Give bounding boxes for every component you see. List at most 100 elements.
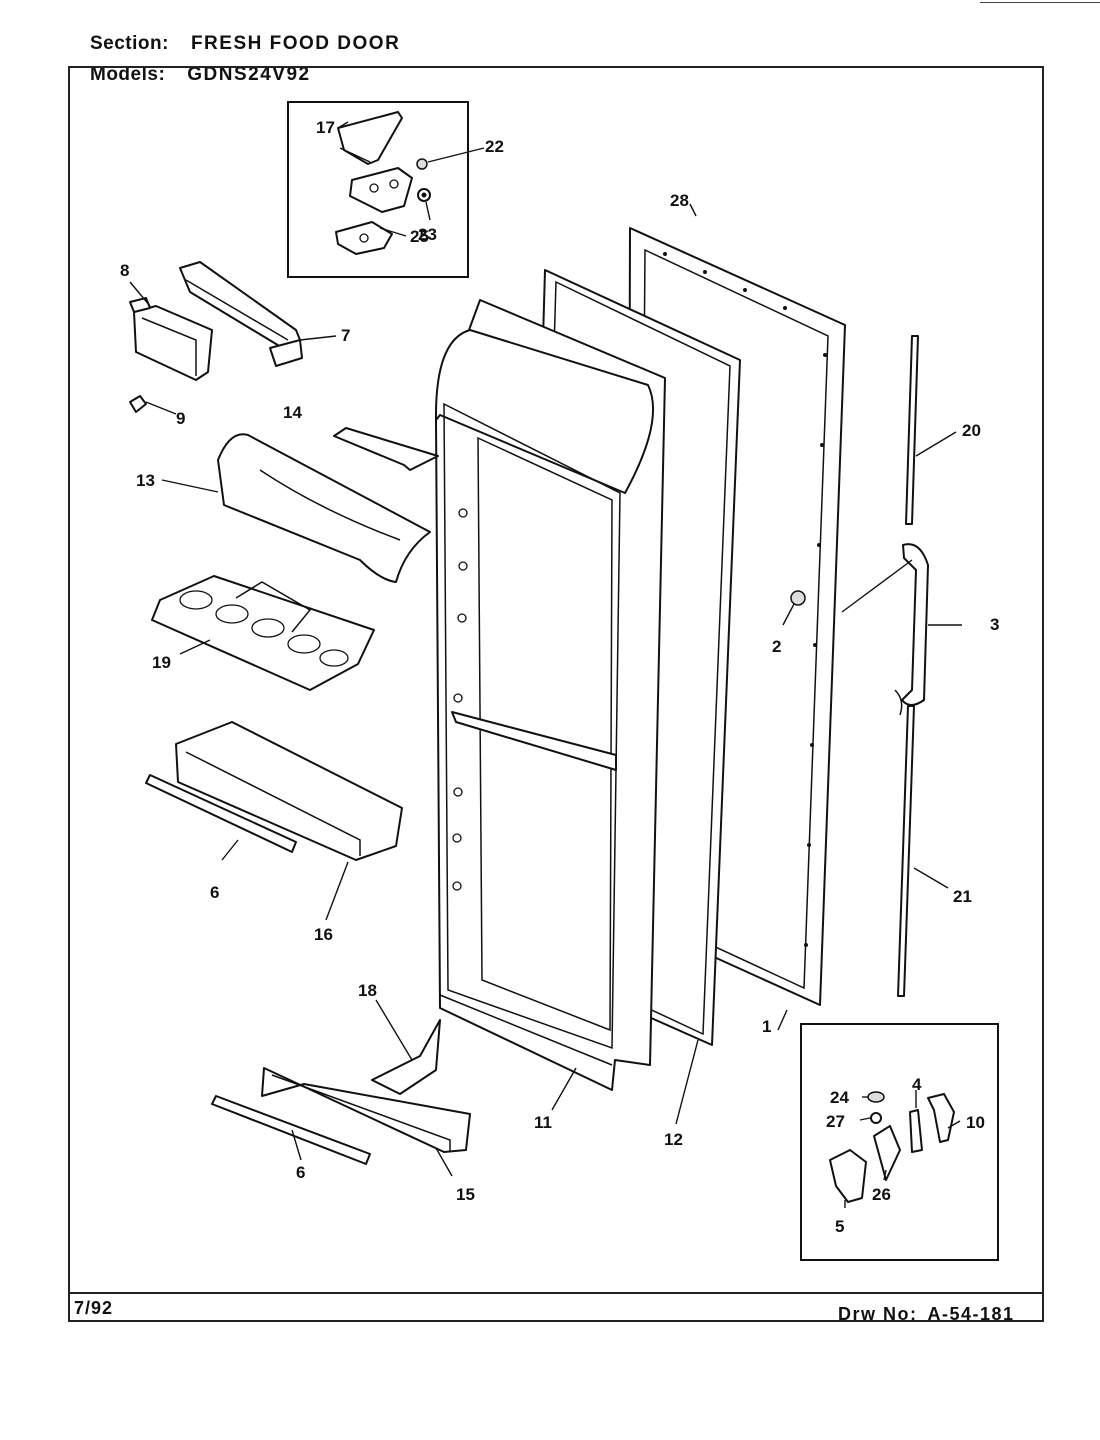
hinge-cover-detail [339,147,371,163]
callout-18: 18 [358,981,377,1000]
control-knob-insert-part [129,395,147,413]
hinge-plate-hole [369,183,379,193]
washer-center [421,192,427,198]
callout-8: 8 [120,261,129,280]
screw-hole [820,443,824,447]
section-header: Section:FRESH FOOD DOOR [90,33,400,55]
leader-16 [325,861,349,921]
leader-15 [435,1147,453,1177]
leader-lines [129,121,962,1208]
drawing-number-label: Drw No: [838,1304,918,1324]
liner-hole [458,561,468,571]
callout-6-lower: 6 [296,1163,305,1182]
egg-cup [251,618,285,638]
date-code: 7/92 [74,1298,114,1318]
dairy-door-curve [259,469,401,541]
leader-13 [161,479,219,493]
callout-24: 24 [830,1088,849,1107]
callout-14: 14 [283,403,302,422]
liner-hole [457,613,467,623]
callout-28: 28 [670,191,689,210]
callout-5: 5 [835,1217,844,1236]
leader-19 [179,639,211,655]
hinge-bushing-part [867,1091,885,1103]
hinge-plate-hole [389,179,399,189]
top-hinge-plate-part [349,167,413,213]
control-housing-part [133,305,213,381]
screw-hole [663,252,667,256]
bin-retainer-part [371,1019,441,1095]
shim-hole [359,233,369,243]
screw-hole [810,743,814,747]
callout-11: 11 [534,1113,552,1132]
dairy-compartment-part [333,427,439,471]
hinge-washer-lower-part [870,1112,882,1124]
screw-hole [823,353,827,357]
bottom-hinge-part [927,1093,955,1143]
bin-trim-strip-upper [145,774,297,853]
hinge-shim-lower-part [909,1109,923,1153]
leader-8 [129,281,151,307]
leader-1 [777,1009,788,1031]
callout-27: 27 [826,1112,845,1131]
leader-17 [337,121,349,129]
upper-handle-trim-part [905,335,919,525]
liner-inner-wall [443,402,621,1050]
outer-door-screw-holes [663,252,827,947]
section-value: FRESH FOOD DOOR [190,33,401,54]
egg-tray-handle [235,581,312,633]
callout-21: 21 [953,887,972,906]
leader-11 [551,1067,577,1111]
bin-trim-strip-lower [211,1095,371,1165]
leader-27 [859,1117,871,1121]
dairy-door-part [217,433,431,583]
callout-12: 12 [664,1130,683,1149]
door-bin-upper-part [175,721,403,861]
liner-hole [453,787,463,797]
bottom-hinge-inset-box [800,1023,999,1261]
callout-1: 1 [762,1017,771,1036]
screw-hole [813,643,817,647]
footer-divider [68,1292,1044,1294]
lower-handle-trim-part [897,705,915,997]
leader-3-mount [841,559,913,613]
callout-22: 22 [485,137,504,156]
egg-cup [215,604,249,624]
door-cam-part [873,1125,901,1181]
models-value: GDNS24V92 [187,64,311,85]
hinge-cover-part [337,111,403,165]
liner-hole [452,881,462,891]
drawing-number-block: Drw No:A-54-181 [838,1304,1015,1325]
leader-23 [425,201,431,221]
leader-25 [379,227,407,237]
callout-2: 2 [772,637,781,656]
callout-10: 10 [966,1113,985,1132]
leader-9 [145,401,177,415]
liner-hole [453,693,463,703]
screw-hole [783,306,787,310]
screw-hole [703,270,707,274]
leader-6a [221,839,239,861]
door-bin-lip [185,751,361,856]
leader-10 [947,1120,961,1129]
top-edge-rule [980,2,1100,3]
callout-20: 20 [962,421,981,440]
callout-25: 25 [410,227,429,246]
liner-recess [477,436,613,1032]
screw-hole [804,943,808,947]
screw-hole [807,843,811,847]
leader-2 [782,603,795,626]
liner-top-bin-part [434,329,655,494]
liner-hole [452,833,462,843]
diagram-frame [68,66,1044,1322]
egg-cup [319,649,349,667]
egg-cup [287,634,321,654]
callout-numbers: 1 2 3 4 5 6 6 7 8 9 10 11 12 13 14 15 16… [120,118,999,1236]
thermostat-knob-part [269,339,303,367]
hinge-pin-part [416,158,428,170]
thermostat-tube-line [185,279,289,341]
models-label: Models: [90,64,166,85]
screw-hole [817,543,821,547]
liner-bottom-edge [439,994,613,1066]
